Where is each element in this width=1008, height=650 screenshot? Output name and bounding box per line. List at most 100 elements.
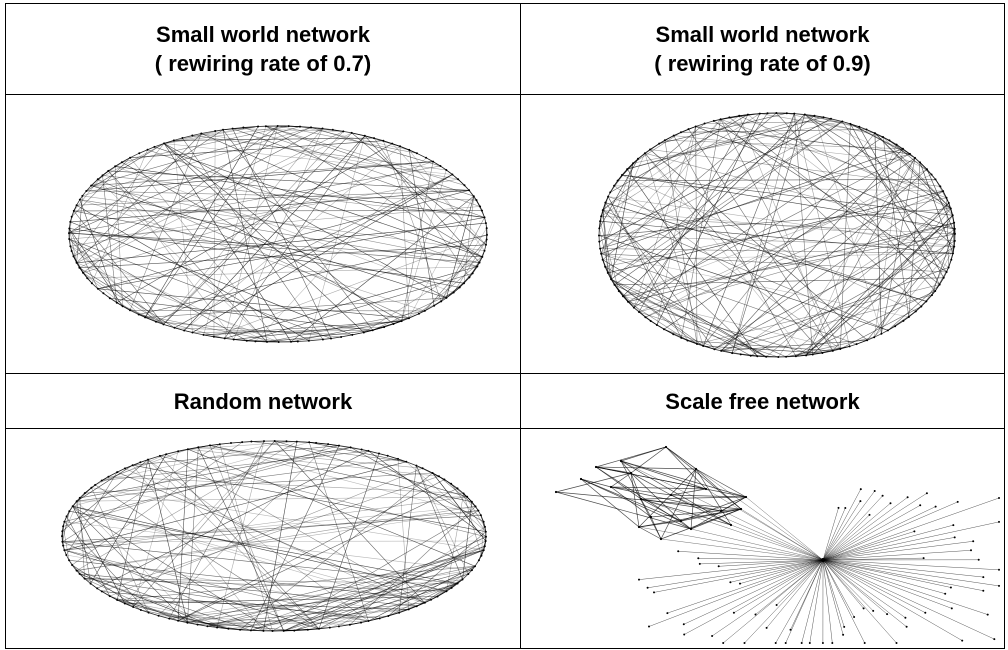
network-edge <box>73 175 103 212</box>
network-edge <box>86 190 477 201</box>
ring-edge <box>450 483 458 489</box>
ring-edge <box>178 448 188 452</box>
network-edge <box>775 559 824 644</box>
network-edge <box>750 240 955 356</box>
network-edge <box>364 135 480 263</box>
network-node <box>360 621 362 624</box>
network-edge <box>795 290 936 357</box>
network-edge <box>794 113 850 347</box>
network-edge <box>117 599 409 610</box>
network-edge <box>318 453 380 629</box>
network-node <box>600 252 603 255</box>
network-edge <box>251 441 407 463</box>
network-edge <box>70 221 353 336</box>
network-edge <box>794 113 813 355</box>
network-edge <box>620 460 747 498</box>
network-node <box>594 465 598 469</box>
ring-edge <box>814 115 824 118</box>
network-node <box>216 626 219 629</box>
network-edge <box>822 505 921 561</box>
network-node <box>739 353 742 356</box>
network-edge <box>859 126 944 278</box>
network-edge <box>69 228 99 289</box>
network-edge <box>224 266 478 339</box>
network-edge <box>638 526 824 561</box>
network-edge <box>946 197 949 268</box>
network-node <box>400 320 403 323</box>
ring-edge <box>338 445 351 448</box>
network-node <box>206 625 209 628</box>
ring-edge <box>602 259 606 267</box>
network-node <box>157 614 160 617</box>
network-edge <box>66 471 118 556</box>
ring-edge <box>368 618 380 622</box>
network-node <box>739 507 743 511</box>
ring-edge <box>393 320 402 325</box>
ring-edge <box>387 455 399 460</box>
network-node <box>445 169 448 171</box>
network-node <box>479 205 482 208</box>
ring-edge <box>943 271 947 278</box>
ring-edge <box>148 612 159 617</box>
network-edge <box>720 148 904 352</box>
network-node <box>758 112 761 115</box>
network-edge <box>755 559 824 615</box>
network-edge <box>163 143 394 325</box>
network-edge <box>250 569 472 631</box>
network-edge <box>79 573 417 607</box>
network-edge <box>368 565 476 622</box>
network-node <box>373 137 375 140</box>
ring-edge <box>644 149 651 154</box>
ring-edge <box>349 622 362 626</box>
network-edge <box>76 190 470 206</box>
network-node <box>865 128 868 131</box>
network-node <box>124 467 126 470</box>
ring-edge <box>240 629 251 631</box>
network-edge <box>822 559 833 644</box>
network-edge <box>108 170 470 191</box>
network-edge <box>207 565 476 627</box>
network-edge <box>64 521 149 613</box>
network-node <box>363 134 366 137</box>
network-edge <box>595 466 642 500</box>
network-node <box>873 490 876 492</box>
network-node <box>137 313 140 316</box>
network-edge <box>76 464 133 502</box>
network-node <box>415 464 418 467</box>
network-edge <box>64 549 369 622</box>
network-edge <box>627 153 911 303</box>
network-edge <box>638 559 824 580</box>
network-edge <box>610 279 787 358</box>
network-edge <box>79 573 218 628</box>
network-node <box>155 320 157 323</box>
ring-edge <box>609 185 615 193</box>
network-edge <box>71 564 142 611</box>
network-edge <box>640 498 824 561</box>
ring-edge <box>446 292 454 299</box>
ring-edge <box>329 626 339 628</box>
network-node <box>950 258 953 261</box>
ring-edge <box>129 152 140 159</box>
ring-edge <box>182 135 193 139</box>
network-edge <box>704 121 843 124</box>
network-edge <box>874 132 952 209</box>
network-node <box>474 565 476 568</box>
network-edge <box>822 559 988 615</box>
network-node <box>439 165 442 167</box>
network-node <box>321 127 324 130</box>
network-edge <box>318 573 469 630</box>
network-edge <box>169 440 265 619</box>
network-edge <box>155 174 453 322</box>
network-node <box>72 255 75 258</box>
network-node <box>601 209 604 212</box>
network-node <box>61 540 64 543</box>
network-edge <box>926 169 956 235</box>
network-node <box>666 612 669 615</box>
ring-edge <box>830 118 843 122</box>
ring-edge <box>72 500 78 507</box>
network-edge <box>610 486 707 490</box>
network-node <box>183 329 186 332</box>
network-node <box>468 276 471 279</box>
ring-edge <box>632 158 639 164</box>
ring-edge <box>613 180 619 187</box>
